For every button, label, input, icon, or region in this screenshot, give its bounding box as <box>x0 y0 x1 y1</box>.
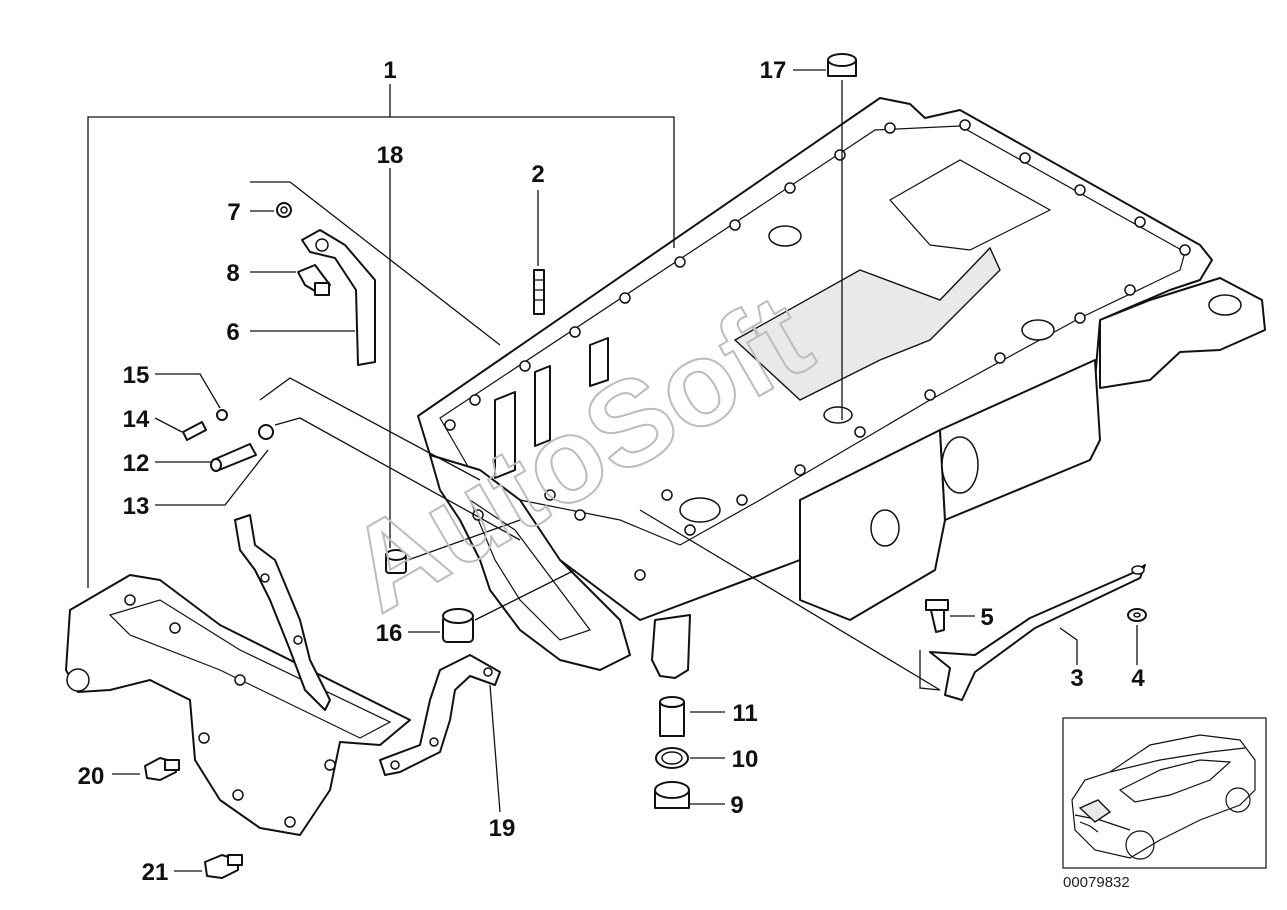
callout-10: 10 <box>732 746 759 773</box>
part-21-bolt <box>204 854 243 879</box>
part-20-bolt <box>144 757 180 781</box>
callout-14: 14 <box>123 406 150 433</box>
part-17-plug <box>827 53 857 77</box>
part-16-bush <box>442 608 474 643</box>
part-11-sleeve <box>659 696 685 737</box>
callout-2: 2 <box>531 161 544 188</box>
sump-cover <box>65 574 411 836</box>
callout-1: 1 <box>383 57 396 84</box>
callout-9: 9 <box>730 792 743 819</box>
part-5-bolt <box>925 599 949 633</box>
part-7-ring <box>276 202 292 218</box>
part-2-stud <box>533 269 545 315</box>
part-8-bolt <box>297 264 331 296</box>
part-12-sleeve <box>210 443 257 472</box>
callout-16: 16 <box>376 620 403 647</box>
callout-21: 21 <box>142 859 169 886</box>
callout-17: 17 <box>760 57 787 84</box>
callout-7: 7 <box>227 199 240 226</box>
callout-8: 8 <box>226 260 239 287</box>
flange-bolt-holes <box>444 119 1191 581</box>
part-4-washer <box>1127 608 1147 622</box>
reference-code: 00079832 <box>1063 874 1130 891</box>
callout-12: 12 <box>123 450 150 477</box>
callout-5: 5 <box>980 604 993 631</box>
callout-11: 11 <box>732 700 757 727</box>
leader-lines <box>112 69 1138 872</box>
vehicle-thumbnail <box>1062 717 1267 869</box>
part-15-clip <box>216 409 228 421</box>
bracket-1 <box>87 84 675 588</box>
part-9-plug <box>654 781 690 809</box>
part-14-pin <box>182 421 207 441</box>
gasket-strip <box>234 514 331 711</box>
part-13-ring <box>258 424 274 440</box>
callout-18: 18 <box>377 142 404 169</box>
oil-pan <box>417 97 1266 679</box>
callout-4: 4 <box>1131 665 1145 692</box>
callout-13: 13 <box>123 493 150 520</box>
part-10-seal <box>655 747 689 769</box>
part-16-bush-small <box>385 549 407 574</box>
callout-6: 6 <box>226 319 239 346</box>
callout-labels: 1 18 2 17 7 8 6 15 14 12 13 16 5 3 4 11 … <box>78 57 1146 886</box>
callout-15: 15 <box>123 362 150 389</box>
callout-20: 20 <box>78 763 105 790</box>
callout-19: 19 <box>489 815 516 842</box>
gasket-19 <box>379 654 501 776</box>
dipstick-tube <box>929 564 1146 701</box>
callout-3: 3 <box>1070 665 1083 692</box>
return-pipe <box>301 229 376 366</box>
